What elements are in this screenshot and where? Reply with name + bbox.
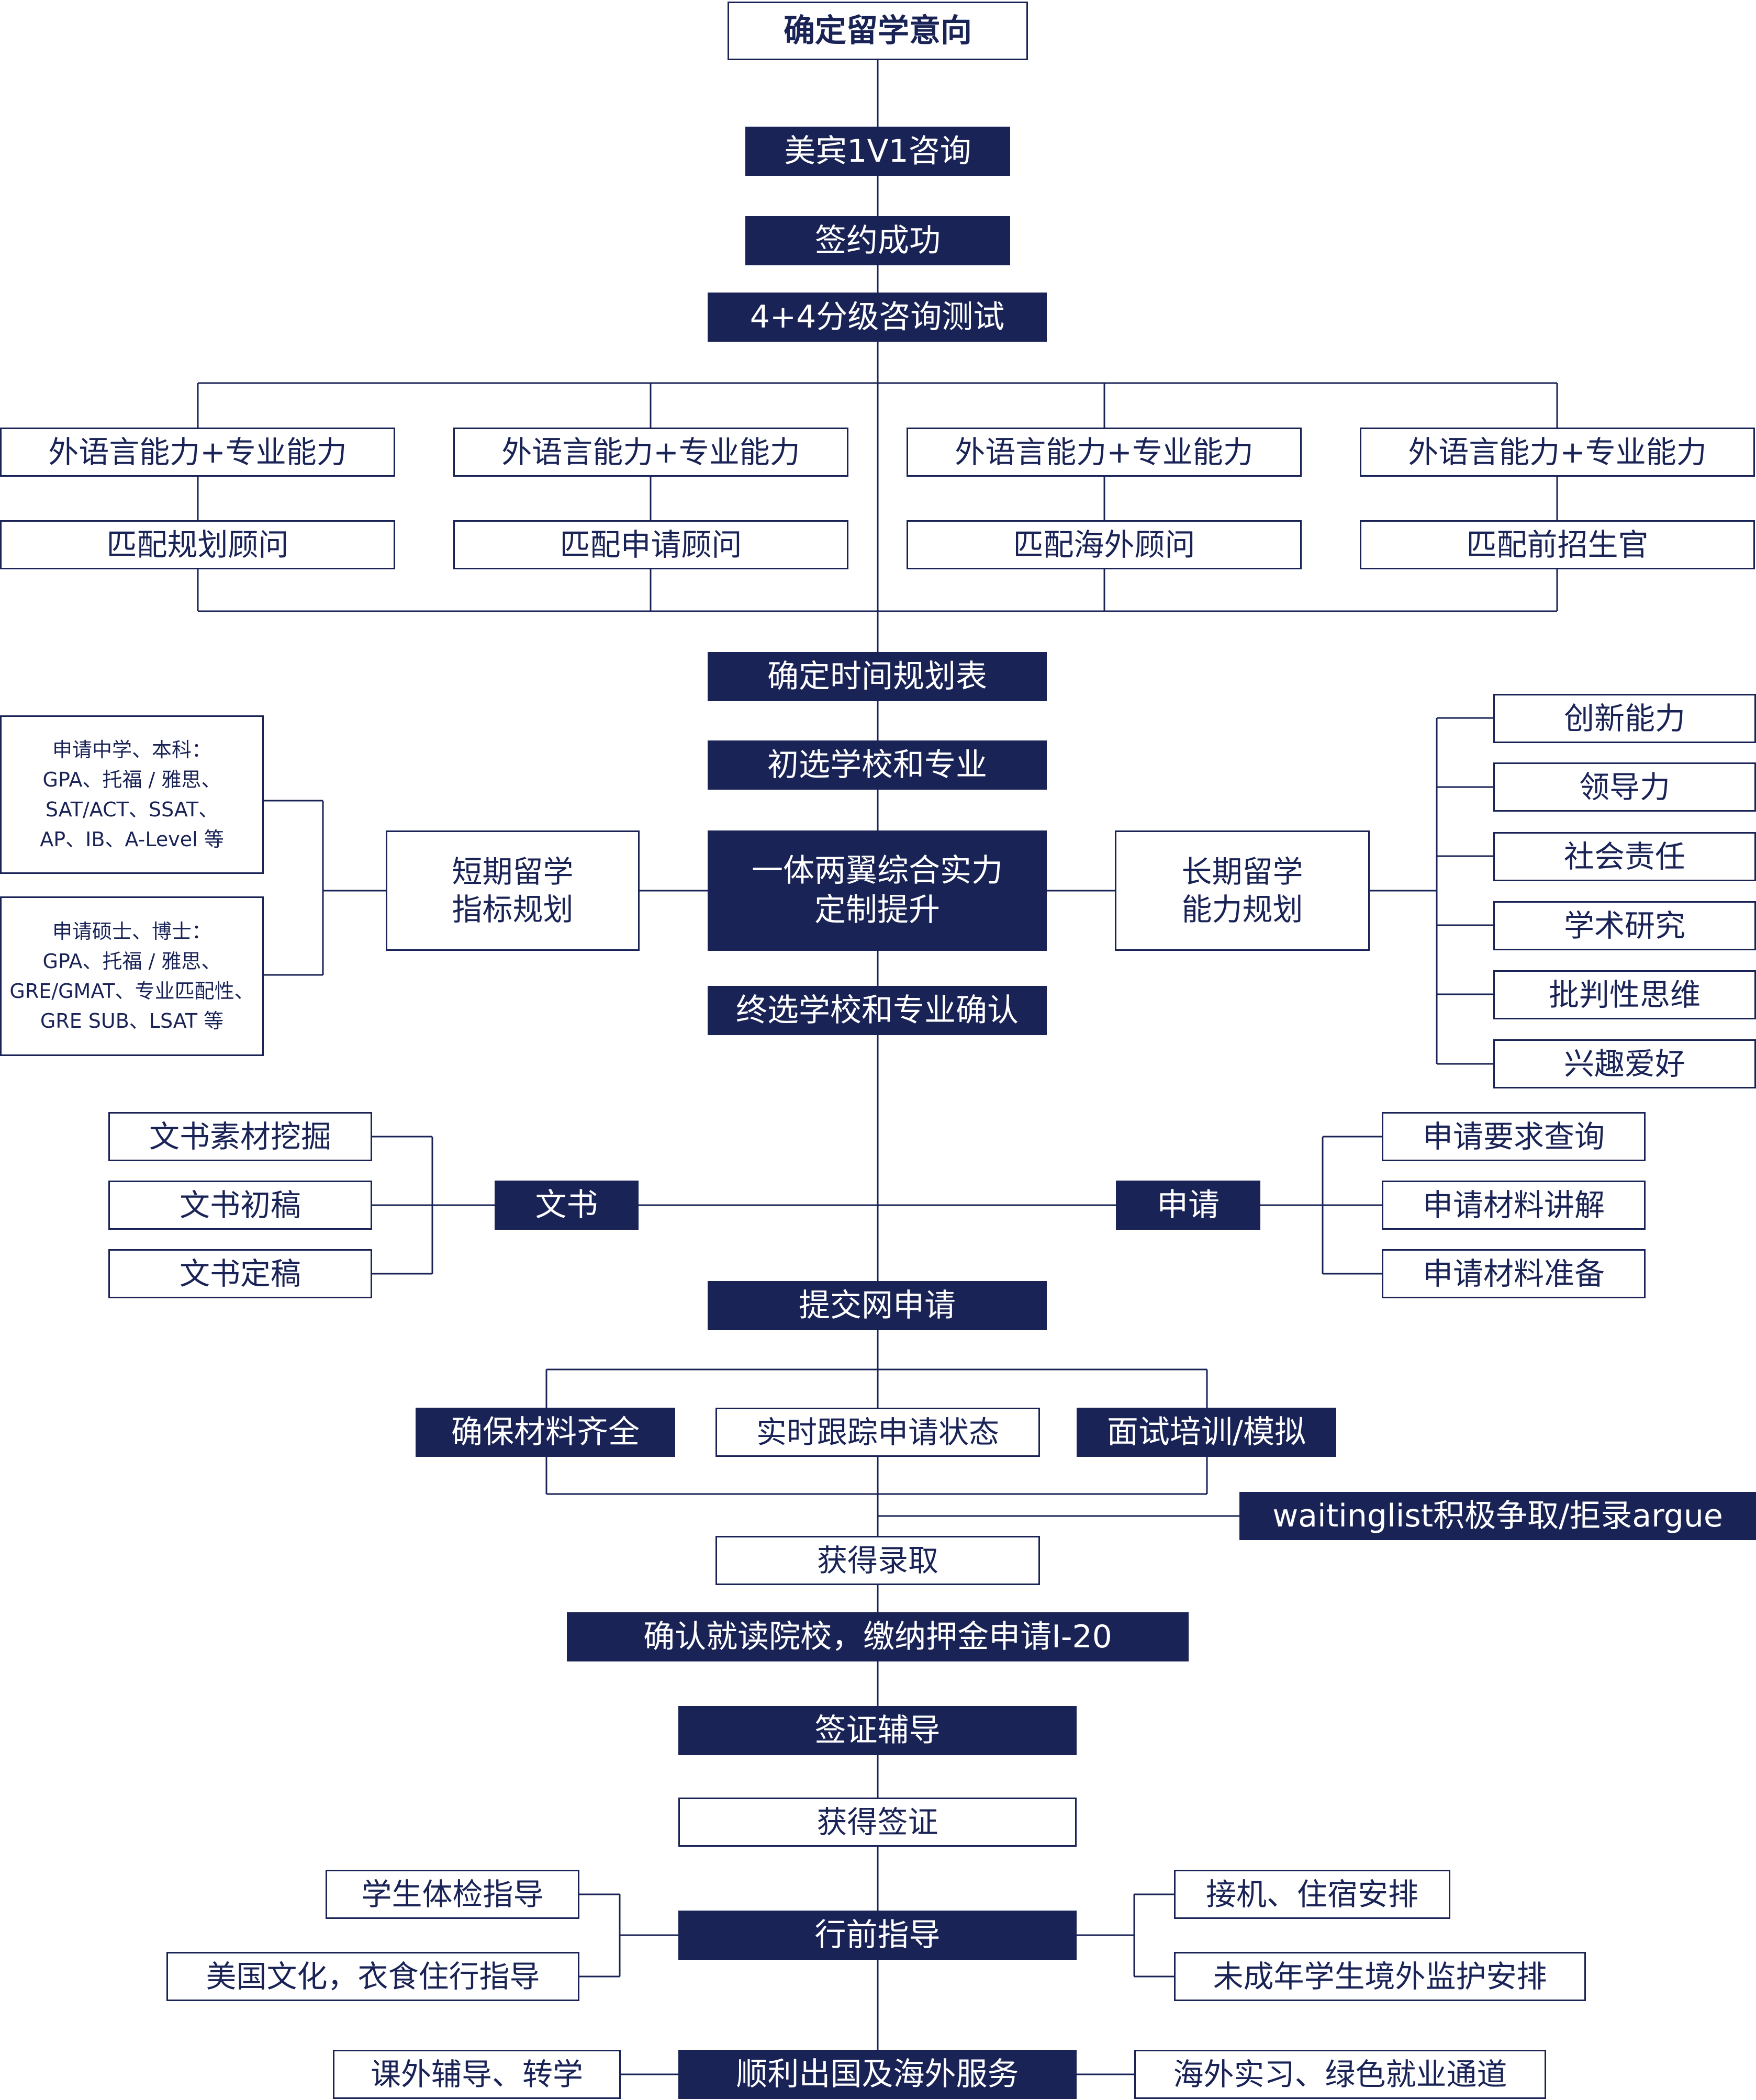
ability-item-3: 社会责任: [1493, 832, 1756, 881]
essay-item-3: 文书定稿: [108, 1249, 372, 1298]
track-node: 实时跟踪申请状态: [715, 1408, 1040, 1457]
undergrad-line-2: GPA、托福 / 雅思、: [42, 768, 221, 791]
ability-node-1: 外语言能力+专业能力: [0, 428, 395, 477]
advisor-node-3: 匹配海外顾问: [907, 520, 1302, 569]
advisor-node-1: 匹配规划顾问: [0, 520, 395, 569]
ensure-node: 确保材料齐全: [416, 1408, 675, 1457]
waitlist-node: waitinglist积极争取/拒录argue: [1239, 1492, 1756, 1540]
pickup-node: 接机、住宿安排: [1174, 1870, 1450, 1919]
preselect-node: 初选学校和专业: [708, 740, 1047, 790]
core-node: 一体两翼综合实力 定制提升: [708, 830, 1047, 951]
confirm-node: 确认就读院校，缴纳押金申请I-20: [567, 1612, 1189, 1661]
grad-line-4: GRE SUB、LSAT 等: [40, 1009, 224, 1032]
ability-item-2: 领导力: [1493, 762, 1756, 812]
final-select-node: 终选学校和专业确认: [708, 986, 1047, 1035]
short-term-node: 短期留学 指标规划: [386, 830, 640, 951]
test-node: 4+4分级咨询测试: [708, 293, 1047, 342]
guardian-node: 未成年学生境外监护安排: [1174, 1952, 1586, 2001]
grad-line-1: 申请硕士、博士：: [52, 919, 211, 943]
timeline-node: 确定时间规划表: [708, 652, 1047, 701]
undergrad-line-3: SAT/ACT、SSAT、: [45, 798, 219, 821]
overseas-node: 顺利出国及海外服务: [678, 2050, 1077, 2099]
ability-item-1: 创新能力: [1493, 694, 1756, 743]
core-line-1: 一体两翼综合实力: [752, 852, 1003, 889]
undergrad-line-4: AP、IB、A-Level 等: [40, 827, 224, 851]
long-term-node: 长期留学 能力规划: [1115, 830, 1370, 951]
short-term-line-1: 短期留学: [452, 854, 574, 890]
admission-node: 获得录取: [715, 1536, 1040, 1585]
tutoring-node: 课外辅导、转学: [333, 2050, 621, 2099]
essay-item-2: 文书初稿: [108, 1181, 372, 1230]
apply-item-1: 申请要求查询: [1382, 1112, 1646, 1161]
long-term-line-2: 能力规划: [1181, 892, 1303, 927]
ability-item-4: 学术研究: [1493, 901, 1756, 950]
interview-node: 面试培训/模拟: [1077, 1408, 1336, 1457]
apply-item-3: 申请材料准备: [1382, 1249, 1646, 1298]
apply-node: 申请: [1116, 1181, 1260, 1230]
ability-node-3: 外语言能力+专业能力: [907, 428, 1302, 477]
consult-node: 美宾1V1咨询: [745, 127, 1010, 176]
ability-node-4: 外语言能力+专业能力: [1360, 428, 1755, 477]
title-node: 确定留学意向: [728, 2, 1028, 60]
core-line-2: 定制提升: [814, 892, 940, 928]
predeparture-node: 行前指导: [678, 1911, 1077, 1960]
advisor-node-4: 匹配前招生官: [1360, 520, 1755, 569]
essay-node: 文书: [495, 1181, 639, 1230]
apply-item-2: 申请材料讲解: [1382, 1181, 1646, 1230]
health-node: 学生体检指导: [326, 1870, 579, 1919]
culture-node: 美国文化，衣食住行指导: [166, 1952, 579, 2001]
essay-item-1: 文书素材挖掘: [108, 1112, 372, 1161]
submit-node: 提交网申请: [708, 1281, 1047, 1330]
grad-line-3: GRE/GMAT、专业匹配性、: [9, 979, 254, 1003]
grad-line-2: GPA、托福 / 雅思、: [42, 949, 221, 973]
sign-node: 签约成功: [745, 216, 1010, 265]
advisor-node-2: 匹配申请顾问: [453, 520, 848, 569]
ability-item-6: 兴趣爱好: [1493, 1039, 1756, 1088]
ability-node-2: 外语言能力+专业能力: [453, 428, 848, 477]
visa-node: 获得签证: [678, 1798, 1077, 1847]
short-term-line-2: 指标规划: [452, 892, 574, 927]
long-term-line-1: 长期留学: [1181, 854, 1303, 890]
grad-requirements: 申请硕士、博士： GPA、托福 / 雅思、 GRE/GMAT、专业匹配性、 GR…: [0, 896, 264, 1056]
undergrad-line-1: 申请中学、本科：: [52, 738, 211, 761]
internship-node: 海外实习、绿色就业通道: [1134, 2050, 1546, 2099]
undergrad-requirements: 申请中学、本科： GPA、托福 / 雅思、 SAT/ACT、SSAT、 AP、I…: [0, 715, 264, 874]
ability-item-5: 批判性思维: [1493, 970, 1756, 1019]
visa-guide-node: 签证辅导: [678, 1706, 1077, 1755]
